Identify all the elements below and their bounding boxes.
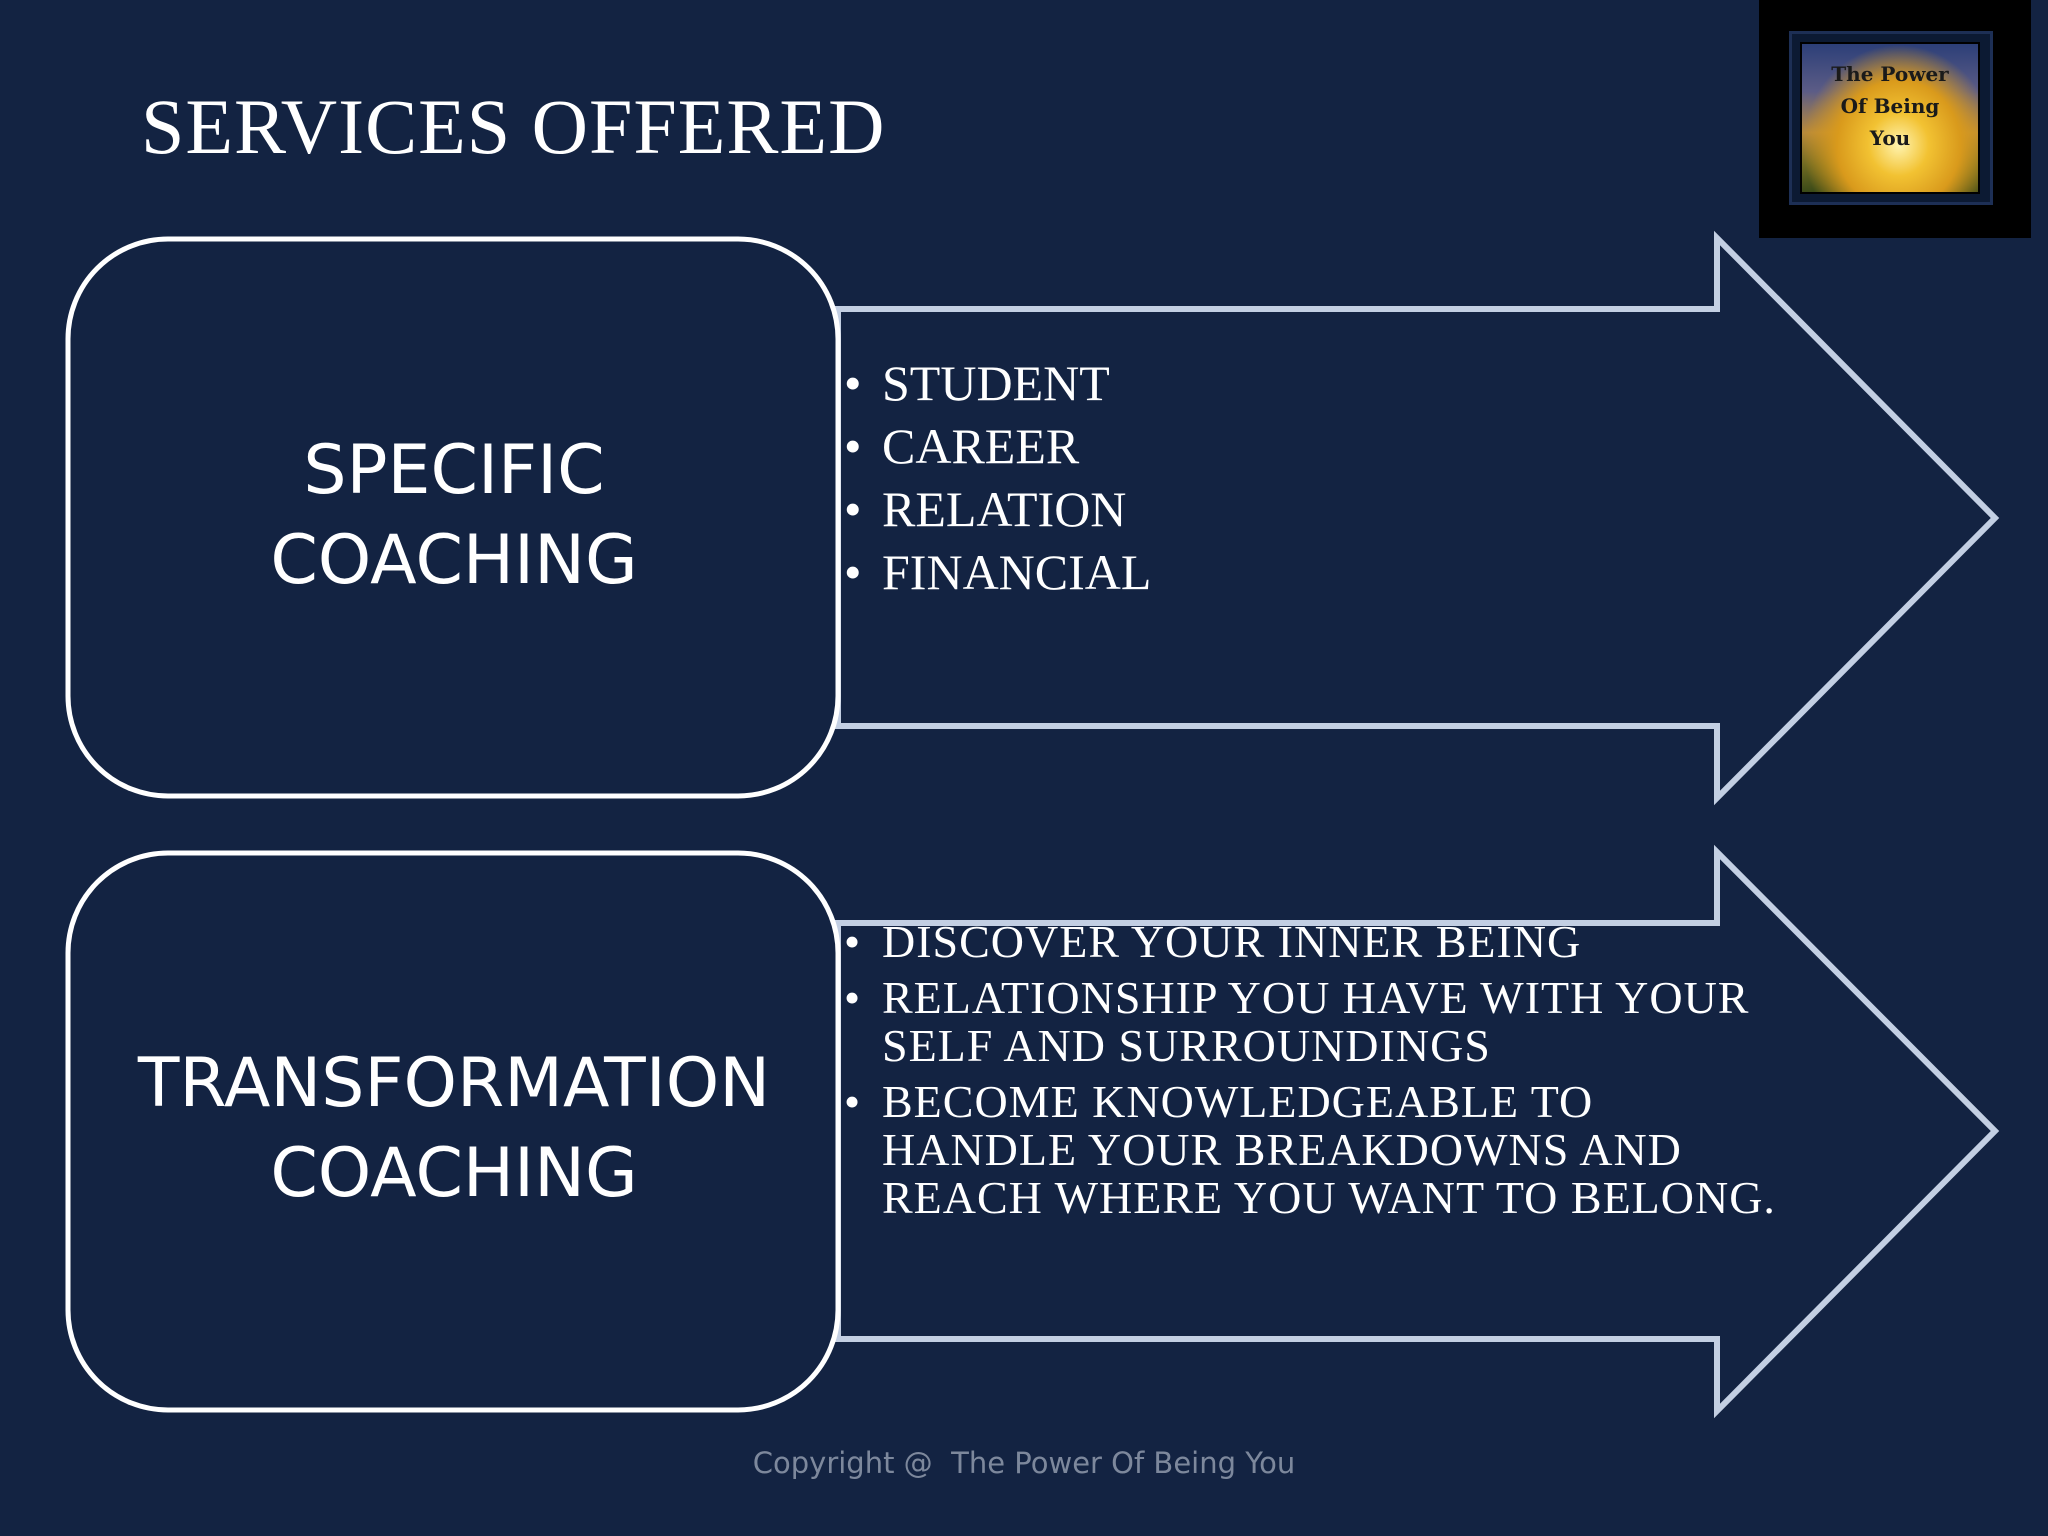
logo-frame: The Power Of Being You (1759, 0, 2031, 238)
transformation-coaching-box (65, 850, 841, 1413)
transformation-coaching-list: DISCOVER YOUR INNER BEING RELATIONSHIP Y… (844, 918, 1794, 1230)
logo-border: The Power Of Being You (1789, 31, 1993, 205)
copyright-footer: Copyright @ The Power Of Being You (752, 1446, 1296, 1480)
list-item: RELATIONSHIP YOU HAVE WITH YOUR SELF AND… (844, 974, 1794, 1070)
slide-title: SERVICES OFFERED (141, 83, 886, 170)
specific-coaching-label: SPECIFIC COACHING (68, 426, 840, 606)
list-item: FINANCIAL (844, 541, 1151, 604)
specific-coaching-box (65, 236, 841, 799)
transformation-coaching-label-line-2: COACHING (270, 1134, 638, 1213)
specific-coaching-label-line-1: SPECIFIC (303, 431, 605, 510)
transformation-coaching-label: TRANSFORMATION COACHING (68, 1039, 840, 1219)
list-item: CAREER (844, 415, 1151, 478)
logo-text-line-2: Of Being (1840, 94, 1940, 118)
list-item: DISCOVER YOUR INNER BEING (844, 918, 1794, 967)
logo-text-line-3: You (1869, 126, 1911, 150)
transformation-coaching-label-line-1: TRANSFORMATION (137, 1044, 771, 1123)
list-item: RELATION (844, 478, 1151, 541)
logo-text-line-1: The Power (1831, 62, 1949, 86)
specific-coaching-label-line-2: COACHING (270, 521, 638, 600)
list-item: STUDENT (844, 352, 1151, 415)
logo-image: The Power Of Being You (1800, 42, 1980, 194)
list-item: BECOME KNOWLEDGEABLE TO HANDLE YOUR BREA… (844, 1078, 1794, 1222)
specific-coaching-list: STUDENT CAREER RELATION FINANCIAL (844, 352, 1151, 604)
